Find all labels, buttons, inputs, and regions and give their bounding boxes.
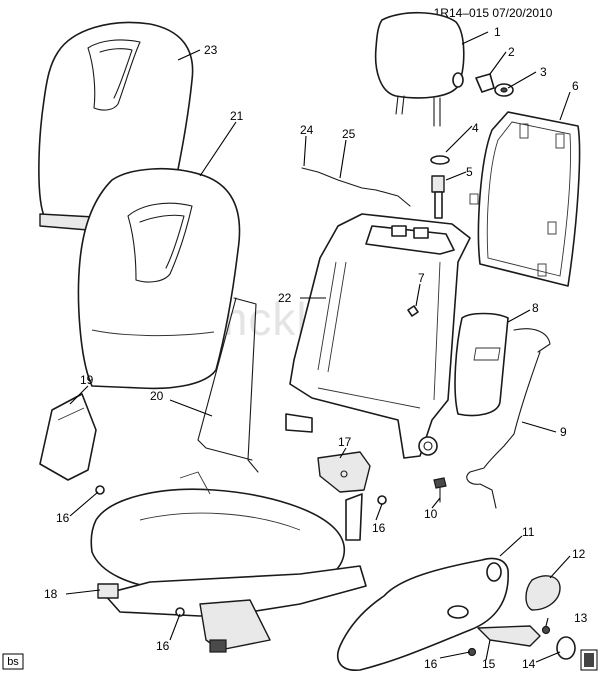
callout-13: 13 [574,611,588,625]
callout-22: 22 [278,291,292,305]
seat-back-panel [469,111,581,287]
head-restraint [374,11,465,127]
seat-back-frame [285,213,471,459]
callout-16-adjuster: 16 [156,639,170,653]
seat-cushion [90,488,345,593]
leader-lines [65,31,571,663]
retainer-clip [541,625,551,635]
side-shield-rear [39,393,105,495]
guide-sleeve [452,72,495,93]
callout-20: 20 [150,389,164,403]
callout-7: 7 [418,271,425,285]
callout-24: 24 [300,123,314,137]
callout-16-bracket: 16 [372,521,386,535]
frame-bolt [433,477,447,503]
airbag-harness [466,351,541,509]
seat-adjuster-frame [97,471,367,653]
callout-10: 10 [424,507,438,521]
callout-17: 17 [338,435,352,449]
seat-back-pad [77,167,241,390]
callout-16-shield: 16 [424,657,438,671]
book-icon [580,649,598,671]
diagram-reference-text: 1R14–015 07/20/2010 [434,6,553,20]
recliner-bracket [317,451,371,493]
callout-19: 19 [80,373,94,387]
callout-1: 1 [494,25,501,39]
callout-11: 11 [522,525,535,539]
callout-25: 25 [342,127,356,141]
callout-3: 3 [540,65,547,79]
callout-4: 4 [472,121,479,135]
corner-tag: bs [2,653,24,670]
callout-8: 8 [532,301,539,315]
fastener-rear-left [175,607,185,617]
guide-cap [494,83,514,97]
handle-cap [556,636,576,660]
back-support-wire [197,297,259,473]
back-wire-harness [301,167,411,207]
callout-2: 2 [508,45,515,59]
callout-16-cushion: 16 [56,511,70,525]
callout-21: 21 [230,109,244,123]
corner-tag-text: bs [7,656,19,668]
callout-15: 15 [482,657,496,671]
side-airbag-module [454,312,551,417]
callout-23: 23 [204,43,218,57]
fastener [407,305,419,317]
fastener-bracket [377,495,387,505]
head-restraint-guide-stack [430,155,450,219]
callout-6: 6 [572,79,579,93]
callout-18: 18 [44,587,58,601]
seat-adjuster-handle [477,625,541,647]
side-shield-outer [336,557,509,671]
callout-12: 12 [572,547,586,561]
callout-14: 14 [522,657,536,671]
callout-9: 9 [560,425,567,439]
recliner-knob [525,575,561,611]
callout-5: 5 [466,165,473,179]
